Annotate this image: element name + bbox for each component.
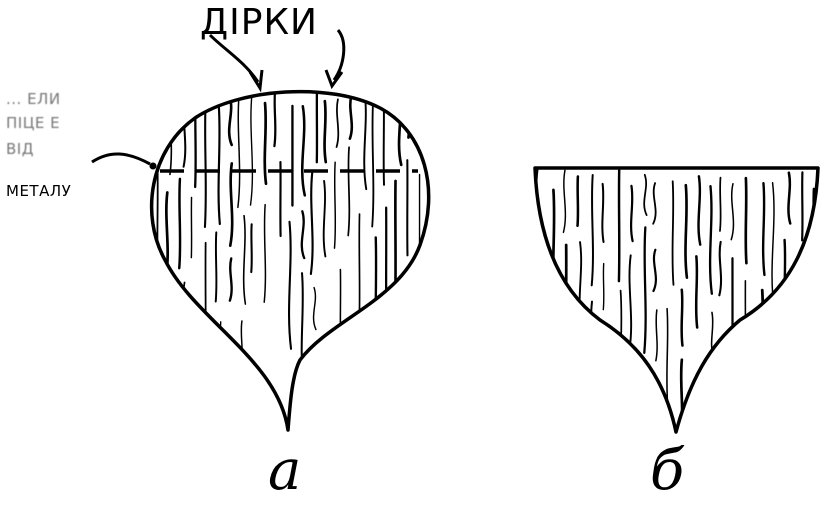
hatch-stroke (685, 185, 686, 277)
hatch-stroke (681, 360, 682, 435)
hatch-stroke (644, 175, 646, 215)
hatch-stroke (749, 363, 751, 462)
hatch-stroke (374, 373, 376, 466)
hatch-stroke (550, 315, 551, 383)
hatch-stroke (195, 93, 196, 187)
hatch-stroke (372, 100, 373, 227)
hatch-stroke (183, 282, 185, 354)
hatch-stroke (763, 183, 764, 275)
hatch-stroke (602, 184, 603, 242)
hatch-stroke (337, 99, 339, 147)
hatch-stroke (238, 93, 240, 208)
hatch-stroke (788, 339, 790, 391)
hatch-stroke (289, 222, 291, 349)
hatch-stroke (244, 216, 246, 304)
hatch-stroke (746, 178, 747, 263)
hatch-stroke (542, 282, 544, 382)
hatch-stroke (179, 179, 180, 268)
hatch-stroke (157, 99, 158, 149)
hatch-stroke (653, 183, 655, 224)
hatch-stroke (653, 250, 655, 291)
hatch-stroke (798, 258, 799, 367)
hatch-stroke (631, 186, 633, 241)
hatch-stroke (274, 89, 275, 146)
side-label-arrow-tip (150, 163, 157, 170)
hatch-stroke (170, 90, 171, 175)
caption-b: б (650, 438, 684, 503)
hatch-stroke (603, 264, 604, 310)
hatch-stroke (810, 273, 812, 326)
hatch-stroke (592, 175, 593, 285)
hatch-stroke (553, 190, 554, 306)
hatch-stroke (184, 101, 186, 166)
hatch-stroke (314, 288, 316, 330)
hatch-stroke (640, 368, 642, 484)
hatch-stroke (562, 339, 564, 411)
hatch-stroke (350, 96, 352, 139)
hatch-stroke (241, 321, 242, 366)
hatch-stroke (601, 326, 602, 431)
hatch-stroke (656, 310, 657, 361)
hatch-stroke (710, 186, 712, 294)
hatch-stroke (672, 181, 673, 285)
hatch-stroke (251, 94, 253, 205)
hatch-stroke (302, 211, 304, 258)
hatch-stroke (731, 184, 733, 240)
hatch-stroke (302, 106, 305, 195)
hatch-stroke (762, 290, 763, 409)
hatch-stroke (667, 309, 668, 409)
side-label-line-4: МЕТАЛУ (6, 182, 71, 201)
side-label-line-1: ... ЕЛИ (6, 90, 61, 109)
caption-a: а (268, 438, 301, 503)
hatch-stroke (719, 242, 721, 295)
hatch-stroke (203, 371, 205, 478)
hatch-stroke (788, 173, 790, 224)
arrow-left-head (250, 70, 262, 88)
hatch-stroke (265, 103, 266, 184)
hatch-stroke (376, 237, 377, 360)
side-label-line-3: ВІД (6, 140, 34, 159)
hatch-stroke (720, 178, 721, 231)
hatch-stroke (219, 107, 220, 224)
hatch-stroke (696, 256, 697, 327)
hatch-stroke (776, 333, 777, 398)
hatch-stroke (324, 181, 326, 257)
hatch-stroke (230, 163, 232, 245)
hatch-stroke (629, 255, 631, 352)
hatch-stroke (302, 273, 303, 381)
hatch-stroke (264, 205, 265, 303)
hatch-stroke (311, 173, 313, 274)
hatch-stroke (590, 302, 592, 420)
side-label-line-2: ПІЦЕ Е (6, 114, 60, 133)
hatch-stroke (580, 242, 582, 328)
hatch-stroke (220, 322, 221, 428)
hatch-stroke (229, 97, 232, 145)
figure-a-drop (152, 89, 429, 477)
hatch-stroke (334, 162, 335, 248)
hatch-stroke (563, 170, 565, 232)
hatch-stroke (325, 101, 326, 162)
hatch-stroke (798, 376, 799, 432)
hatch-stroke (644, 227, 645, 352)
hatch-stroke (399, 91, 401, 165)
hatch-stroke (553, 397, 555, 464)
hatch-stroke (619, 431, 621, 506)
holes-label: ДІРКИ (200, 2, 318, 43)
hatch-stroke (364, 93, 366, 190)
hatch-stroke (205, 101, 206, 227)
side-label-arrow (92, 154, 150, 164)
hatch-stroke (682, 290, 683, 346)
hatch-stroke (784, 240, 785, 328)
hatch-stroke (216, 232, 217, 301)
hatch-stroke (230, 258, 232, 300)
hatch-stroke (699, 176, 701, 244)
hatch-stroke (620, 291, 622, 418)
hatch-stroke (348, 147, 349, 235)
